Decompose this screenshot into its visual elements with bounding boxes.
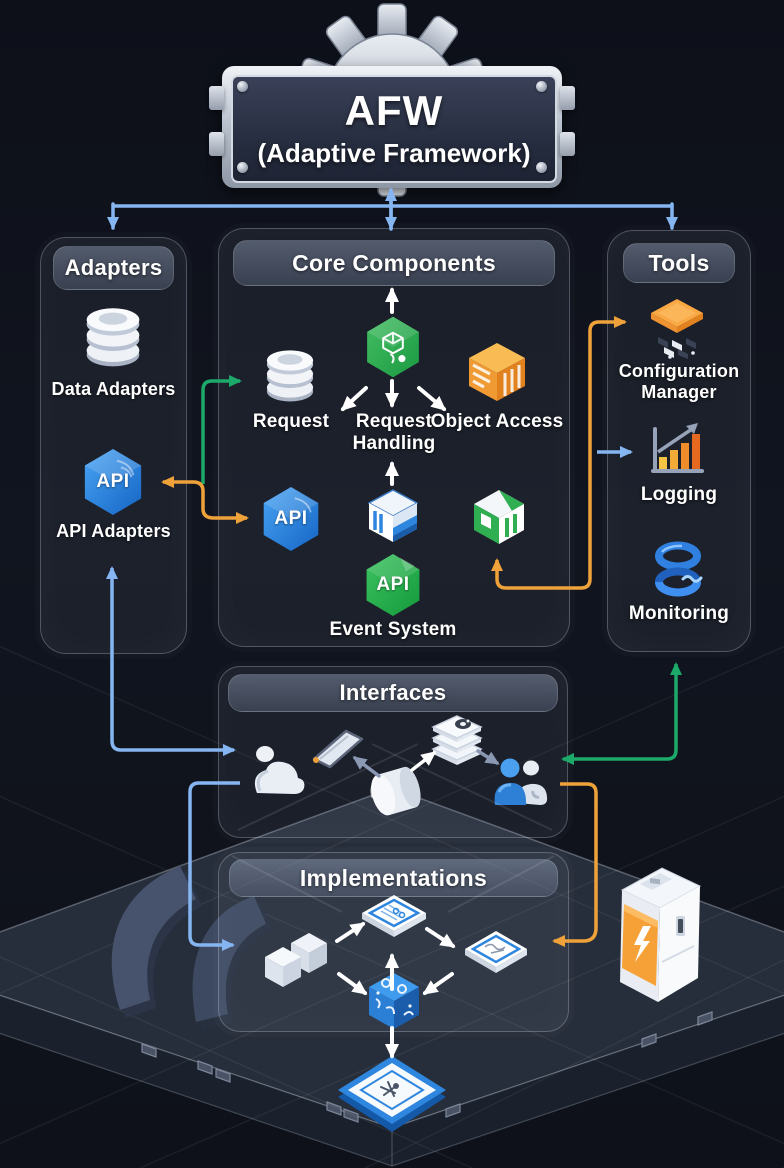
panel-tools: Tools Configuration Manager xyxy=(607,230,751,652)
request-label: Request xyxy=(252,411,330,432)
api-hexagon-icon: API xyxy=(259,484,323,554)
panel-core-header: Core Components xyxy=(233,240,555,286)
panel-implementations-header: Implementations xyxy=(229,859,558,897)
panel-core-title: Core Components xyxy=(292,249,496,276)
sketch-card-icon xyxy=(461,929,531,985)
api-adapters-label: API Adapters xyxy=(56,521,171,541)
user-icon xyxy=(245,739,309,803)
database-icon xyxy=(82,300,144,368)
bar-chart-icon xyxy=(645,419,707,481)
monitoring-label: Monitoring xyxy=(628,603,730,624)
green-api-hexagon-icon: API xyxy=(362,551,424,619)
user-group-icon xyxy=(489,751,551,809)
configuration-manager-label: Configuration Manager xyxy=(618,361,740,402)
bolt-icon xyxy=(237,81,248,92)
database-icon xyxy=(263,341,317,405)
panel-interfaces: Interfaces xyxy=(218,666,568,838)
circuit-cube-icon xyxy=(366,970,422,1032)
bolt-icon xyxy=(237,162,248,173)
frame-tab xyxy=(560,132,575,156)
green-hexagon-cube-icon xyxy=(362,314,424,380)
configuration-layers-icon xyxy=(646,297,708,359)
panel-implementations: Implementations xyxy=(218,852,569,1032)
panel-adapters: Adapters Data Adapters API API Adapters xyxy=(40,237,187,654)
orange-cube-icon xyxy=(465,339,529,403)
data-adapters-label: Data Adapters xyxy=(51,379,176,399)
panel-tools-title: Tools xyxy=(648,249,710,276)
panel-core-components: Core Components xyxy=(218,228,570,647)
panel-interfaces-title: Interfaces xyxy=(339,680,447,705)
panel-adapters-header: Adapters xyxy=(53,246,174,290)
cylinder-icon xyxy=(367,760,427,824)
panel-adapters-title: Adapters xyxy=(64,255,163,280)
frame-tab xyxy=(209,132,224,156)
logging-label: Logging xyxy=(640,484,718,505)
title-plate: AFW (Adaptive Framework) xyxy=(231,75,557,183)
blue-rings-icon xyxy=(649,537,707,601)
bolt-icon xyxy=(536,162,547,173)
api-badge: API xyxy=(96,471,130,492)
api-badge: API xyxy=(376,574,410,595)
title-frame: AFW (Adaptive Framework) xyxy=(209,66,575,188)
white-blue-cube-icon xyxy=(366,487,420,545)
green-white-cube-icon xyxy=(471,487,527,545)
api-hexagon-icon: API xyxy=(80,446,146,518)
bolt-icon xyxy=(536,81,547,92)
frame-tab xyxy=(560,86,575,110)
page-subtitle: (Adaptive Framework) xyxy=(257,137,531,168)
blocks-icon xyxy=(262,927,332,989)
object-access-label: Object Access xyxy=(430,411,564,432)
frame-tab xyxy=(209,86,224,110)
panel-implementations-title: Implementations xyxy=(299,864,488,891)
panel-tools-header: Tools xyxy=(623,243,735,283)
panel-interfaces-header: Interfaces xyxy=(228,674,558,712)
battery-box-icon xyxy=(620,867,702,1002)
event-system-label: Event System xyxy=(329,619,457,640)
flag-icon xyxy=(308,719,366,773)
api-badge: API xyxy=(274,508,308,529)
page-title: AFW xyxy=(344,86,444,134)
request-handling-label: Request Handling xyxy=(352,411,436,455)
document-card-icon xyxy=(358,893,430,951)
diamond-tile-icon xyxy=(338,1056,446,1132)
card-stack-icon xyxy=(427,707,487,769)
